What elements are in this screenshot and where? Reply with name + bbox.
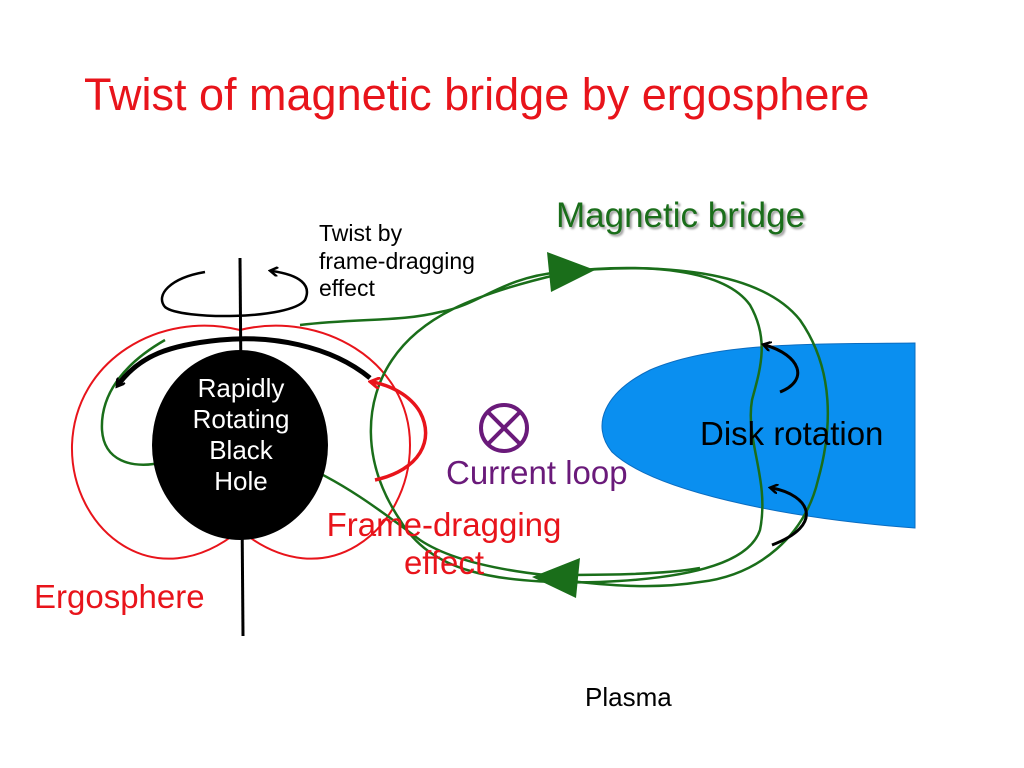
plasma-label: Plasma (585, 682, 672, 712)
field-arrow-top (547, 252, 595, 292)
black-hole (152, 350, 328, 540)
magnetic-bridge-label: Magnetic bridge (556, 196, 806, 235)
page-title: Twist of magnetic bridge by ergosphere (84, 69, 870, 120)
disk-rotation-arrow-top-icon (765, 345, 800, 394)
frame-dragging-effect-label: Frame-dragging effect (326, 506, 562, 581)
disk-rotation-label: Disk rotation (700, 415, 884, 452)
disk-rotation-arrow-bottom-icon (772, 488, 808, 547)
magnetic-field-lines (100, 266, 830, 588)
current-loop-label: Current loop (446, 454, 628, 491)
ergosphere-lobes (70, 324, 412, 560)
black-hole-label: Rapidly Rotating Black Hole (192, 373, 290, 496)
twist-by-frame-dragging-label: Twist by frame-dragging effect (319, 220, 475, 302)
ergosphere-label: Ergosphere (34, 578, 205, 615)
frame-dragging-arrow-icon (372, 382, 428, 482)
field-arrow-bottom (532, 558, 580, 598)
circled-x-icon (479, 403, 529, 453)
spin-arrow-icon (160, 271, 308, 318)
frame-dragging-arc-icon (118, 336, 372, 385)
accretion-disk (601, 342, 916, 529)
